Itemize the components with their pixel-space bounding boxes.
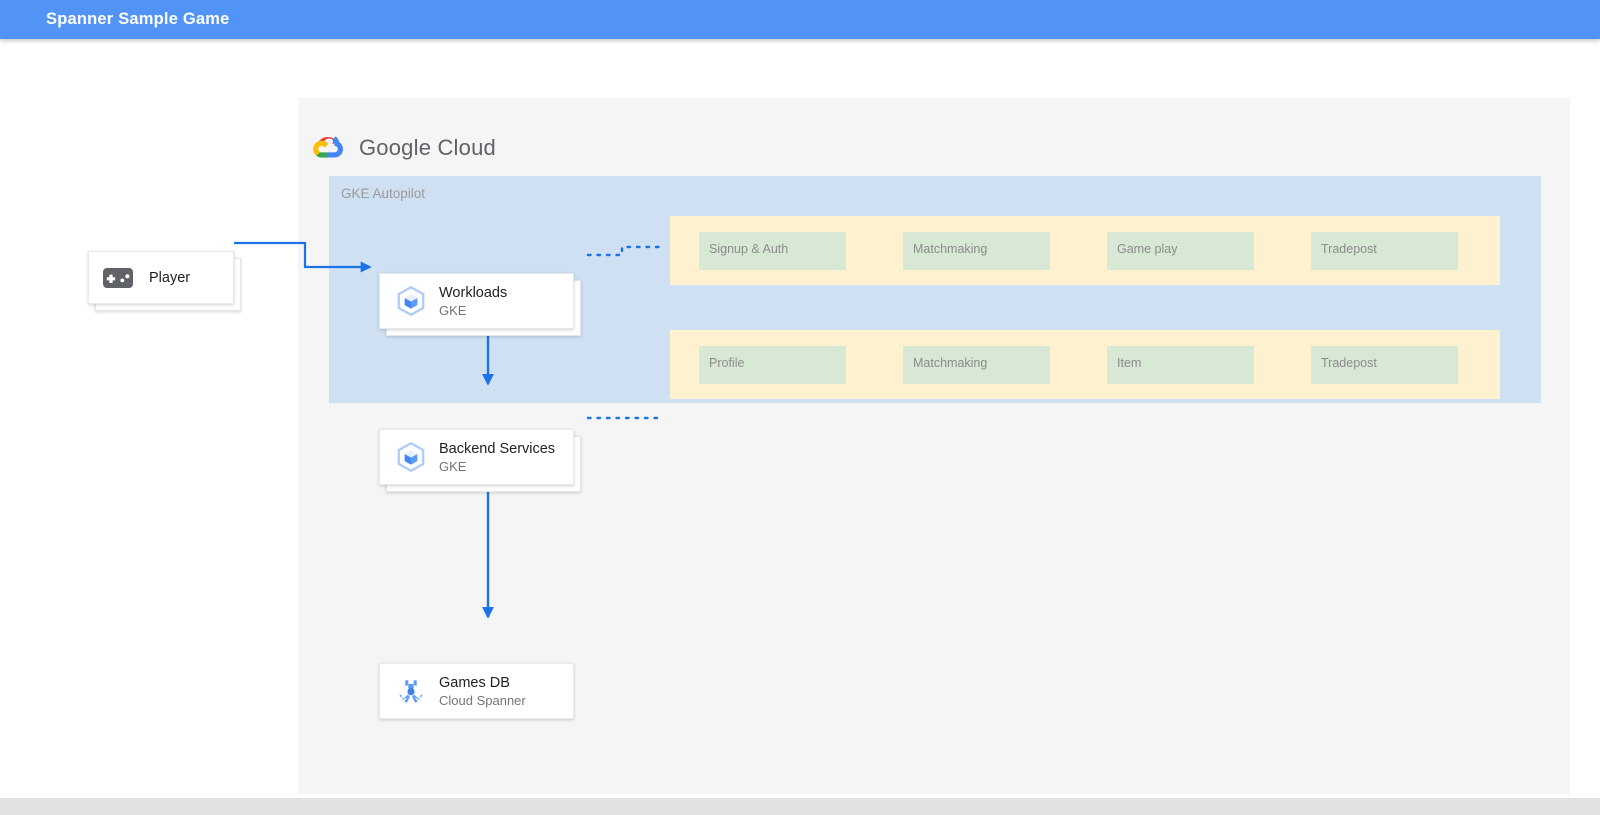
app-header-bar: Spanner Sample Game [0, 0, 1600, 39]
google-cloud-wordmark: Google Cloud [359, 135, 496, 161]
service-box-tradepost[interactable]: Tradepost [1311, 345, 1458, 384]
service-box-tradepost[interactable]: Tradepost [1311, 231, 1458, 270]
node-workloads-card[interactable]: Workloads GKE [379, 273, 574, 329]
node-backend-services-subtitle: GKE [439, 458, 467, 474]
service-box-item[interactable]: Item [1107, 345, 1254, 384]
google-cloud-branding: Google Cloud [313, 132, 496, 164]
gke-hexagon-icon [397, 285, 425, 317]
service-box-matchmaking[interactable]: Matchmaking [903, 345, 1050, 384]
gke-autopilot-zone-label: GKE Autopilot [341, 186, 426, 201]
node-workloads-subtitle: GKE [439, 302, 467, 318]
service-box-signup-auth[interactable]: Signup & Auth [699, 231, 846, 270]
node-player-card[interactable]: Player [88, 251, 234, 304]
gke-hexagon-icon [397, 441, 425, 473]
backend-services-band: Profile Matchmaking Item Tradepost [670, 330, 1500, 399]
service-box-label: Tradepost [1321, 241, 1377, 256]
page-body: Player Google Cloud GKE Autopilot [0, 39, 1600, 815]
service-box-label: Signup & Auth [709, 241, 789, 256]
service-box-game-play[interactable]: Game play [1107, 231, 1254, 270]
node-games-db-subtitle: Cloud Spanner [439, 692, 526, 708]
node-player-label: Player [149, 269, 191, 286]
gamepad-icon [103, 267, 133, 288]
google-cloud-logo-icon [313, 135, 343, 158]
node-backend-services-title: Backend Services [439, 440, 556, 457]
service-box-label: Matchmaking [913, 355, 988, 370]
service-box-matchmaking[interactable]: Matchmaking [903, 231, 1050, 270]
google-cloud-wordmark-secondary: Cloud [437, 135, 496, 160]
service-box-label: Game play [1117, 241, 1178, 256]
google-cloud-wordmark-primary: Google [359, 135, 432, 160]
node-games-db-title: Games DB [439, 674, 510, 691]
service-box-label: Matchmaking [913, 241, 988, 256]
workloads-services-band: Signup & Auth Matchmaking Game play Trad… [670, 216, 1500, 285]
app-title: Spanner Sample Game [46, 10, 230, 28]
architecture-diagram-canvas: Google Cloud GKE Autopilot Signup & Auth… [298, 98, 1570, 794]
service-box-label: Item [1117, 355, 1142, 370]
node-backend-services-card[interactable]: Backend Services GKE [379, 429, 574, 485]
service-box-label: Profile [709, 355, 745, 370]
node-games-db-card[interactable]: Games DB Cloud Spanner [379, 663, 574, 719]
service-box-label: Tradepost [1321, 355, 1377, 370]
bottom-status-strip [0, 798, 1600, 815]
node-workloads-title: Workloads [439, 284, 508, 301]
cloud-spanner-icon [399, 680, 423, 703]
service-box-profile[interactable]: Profile [699, 345, 846, 384]
